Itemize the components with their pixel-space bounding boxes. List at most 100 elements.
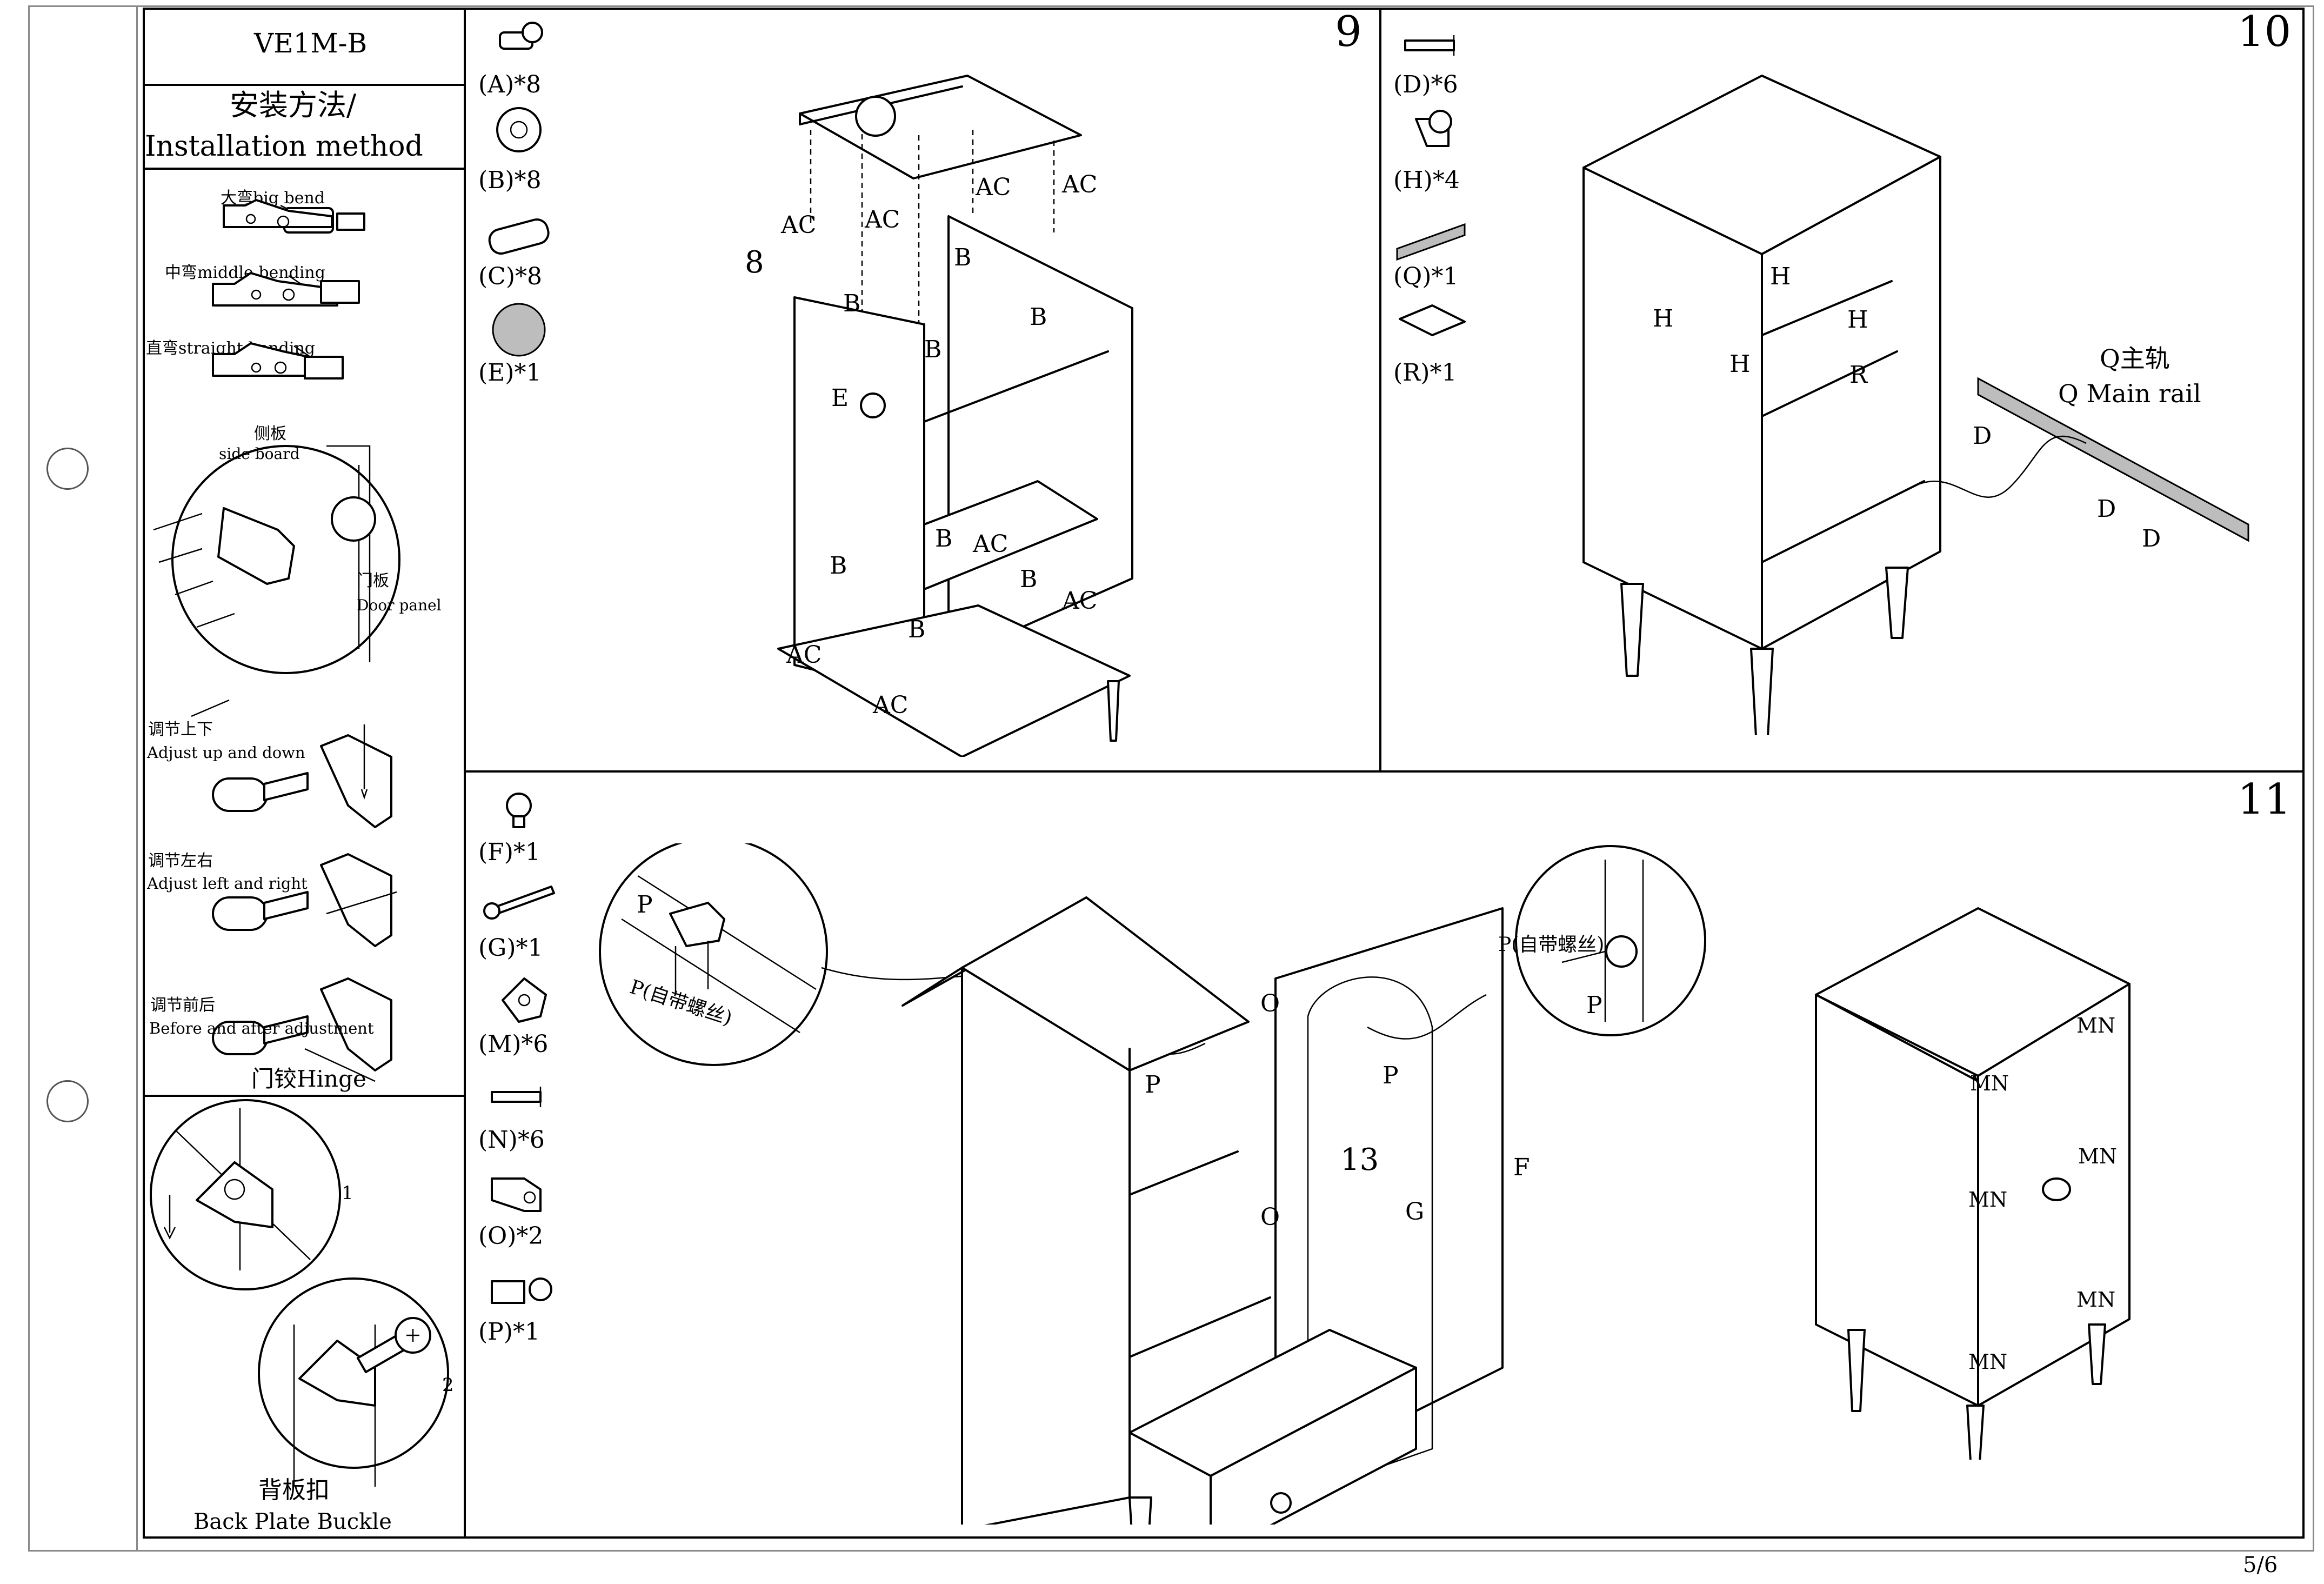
adjust-ud-cn: 调节上下 xyxy=(148,720,213,739)
step9-callout-b-2: B xyxy=(954,244,972,271)
step11-callout-mn-2: MN xyxy=(1970,1071,2009,1095)
long-bolt-icon xyxy=(483,886,555,920)
step11-callout-o-2: O xyxy=(1260,1203,1280,1231)
step10-part-d-label: (D)*6 xyxy=(1393,71,1458,98)
step9-callout-b-3: B xyxy=(1030,303,1047,331)
step9-callout-b-8: B xyxy=(908,616,926,643)
adjust-up-down-illustration xyxy=(212,724,392,828)
step10-callout-h-3: H xyxy=(1847,306,1868,334)
step11-part-p-label: (P)*1 xyxy=(478,1318,540,1346)
left-column-divider xyxy=(464,8,466,1539)
step10-callout-r: R xyxy=(1849,361,1868,389)
binder-hole-top xyxy=(46,448,89,490)
step9-part-c-label: (C)*8 xyxy=(478,263,542,290)
step11-back-view xyxy=(1815,907,2131,1460)
adjust-ud-en: Adjust up and down xyxy=(147,743,305,762)
step11-callout-p-1: P xyxy=(637,891,653,919)
step10-part-r-label: (R)*1 xyxy=(1393,359,1457,387)
step9-callout-b-1: B xyxy=(843,290,861,317)
step11-callout-p-3: P xyxy=(1383,1062,1399,1089)
drawer-rail-icon xyxy=(1396,223,1466,261)
step11-part-n-label: (N)*6 xyxy=(478,1126,545,1154)
step-11-number: 11 xyxy=(2238,775,2292,824)
step10-callout-h-4: H xyxy=(1729,350,1751,378)
step11-callout-mn-4: MN xyxy=(1968,1188,2008,1212)
step11-callout-f: F xyxy=(1513,1154,1530,1181)
panel-sheet-icon xyxy=(1399,304,1466,336)
step-9-number: 9 xyxy=(1335,8,1362,56)
model-number: VE1M-B xyxy=(254,28,368,59)
row-divider xyxy=(464,770,2305,773)
back-plate-caption-en: Back Plate Buckle xyxy=(193,1509,392,1534)
step9-callout-ac-5: AC xyxy=(973,530,1009,558)
door-panel-en: Door panel xyxy=(357,596,442,614)
adjust-front-back-illustration xyxy=(212,977,392,1082)
hinge-big-bend-label: 大弯big bend xyxy=(221,189,325,208)
adjust-fb-en: Before and after adjustment xyxy=(149,1019,374,1037)
screw-icon xyxy=(1404,35,1455,56)
adjust-left-right-illustration xyxy=(212,853,397,947)
step9-part-a-label: (A)*8 xyxy=(478,71,542,98)
side-board-cn: 侧板 xyxy=(254,424,286,443)
step10-callout-h-1: H xyxy=(1770,263,1791,290)
step9-callout-e: E xyxy=(831,384,849,412)
step9-callout-b-7: B xyxy=(1020,565,1038,593)
knob-icon xyxy=(506,793,532,828)
step10-callout-d-3: D xyxy=(2142,525,2161,553)
step11-parts-icons xyxy=(483,793,555,1304)
main-frame xyxy=(143,8,2305,1539)
page-outer-border xyxy=(28,5,2314,1552)
side-board-en: side board xyxy=(219,445,300,463)
corner-bracket-icon xyxy=(502,977,547,1023)
step11-door-number: 13 xyxy=(1340,1142,1379,1177)
step10-part-h-label: (H)*4 xyxy=(1393,167,1460,194)
vent-grille-icon xyxy=(492,303,546,357)
middle-bend-hinge-icon xyxy=(212,272,360,307)
big-bend-hinge-icon xyxy=(223,199,365,234)
shelf-support-icon xyxy=(1415,110,1452,147)
step9-callout-b-4: B xyxy=(924,336,942,363)
step10-callout-d-1: D xyxy=(1973,422,1992,450)
step-10-number: 10 xyxy=(2238,8,2292,56)
step11-callout-o-1: O xyxy=(1260,990,1280,1017)
step9-callout-ac-6: AC xyxy=(1062,587,1098,615)
back-plate-buckle-illustration xyxy=(150,1099,449,1487)
hinge-divider xyxy=(143,1095,465,1097)
step9-panel-number: 8 xyxy=(745,245,764,280)
back-plate-step-2: 2 xyxy=(442,1374,454,1396)
adjust-fb-cn: 调节前后 xyxy=(150,996,215,1015)
back-plate-caption-cn: 背板扣 xyxy=(258,1476,330,1504)
step-divider-9-10 xyxy=(1379,8,1381,771)
cam-lock-icon xyxy=(496,107,542,152)
door-panel-cn: 门板 xyxy=(357,571,389,590)
step11-part-g-label: (G)*1 xyxy=(478,934,543,962)
step9-callout-ac-2: AC xyxy=(865,206,900,234)
title-divider-1 xyxy=(143,84,465,86)
step11-callout-mn-5: MN xyxy=(2076,1288,2116,1312)
step11-callout-g: G xyxy=(1405,1198,1425,1226)
step9-callout-ac-1: AC xyxy=(781,211,817,239)
step11-callout-mn-3: MN xyxy=(2078,1144,2118,1168)
step11-callout-p-4: P xyxy=(1586,991,1602,1019)
adjust-lr-cn: 调节左右 xyxy=(148,851,213,870)
hinge-caption: 门铰Hinge xyxy=(251,1066,366,1092)
step11-callout-p-screw-2: P(自带螺丝) xyxy=(1498,934,1605,956)
step9-part-e-label: (E)*1 xyxy=(478,359,542,387)
step10-callout-h-2: H xyxy=(1653,305,1674,332)
step9-part-b-label: (B)*8 xyxy=(478,167,542,194)
step11-part-o-label: (O)*2 xyxy=(478,1222,544,1250)
door-catch-icon xyxy=(491,1277,552,1304)
step9-parts-icons xyxy=(488,22,550,357)
step11-callout-mn-1: MN xyxy=(2076,1014,2116,1037)
step10-callout-d-2: D xyxy=(2097,495,2116,523)
step10-part-q-label: (Q)*1 xyxy=(1393,263,1459,290)
adjust-lr-en: Adjust left and right xyxy=(147,874,308,893)
step11-part-f-label: (F)*1 xyxy=(478,838,540,866)
page-number: 5/6 xyxy=(2243,1553,2278,1578)
back-plate-step-1: 1 xyxy=(342,1182,353,1204)
step11-callout-p-2: P xyxy=(1145,1071,1161,1099)
step9-callout-b-6: B xyxy=(830,552,847,580)
step9-cabinet-exploded-view xyxy=(777,75,1133,757)
step10-parts-icons xyxy=(1396,35,1466,336)
install-title-en: Installation method xyxy=(145,130,423,163)
